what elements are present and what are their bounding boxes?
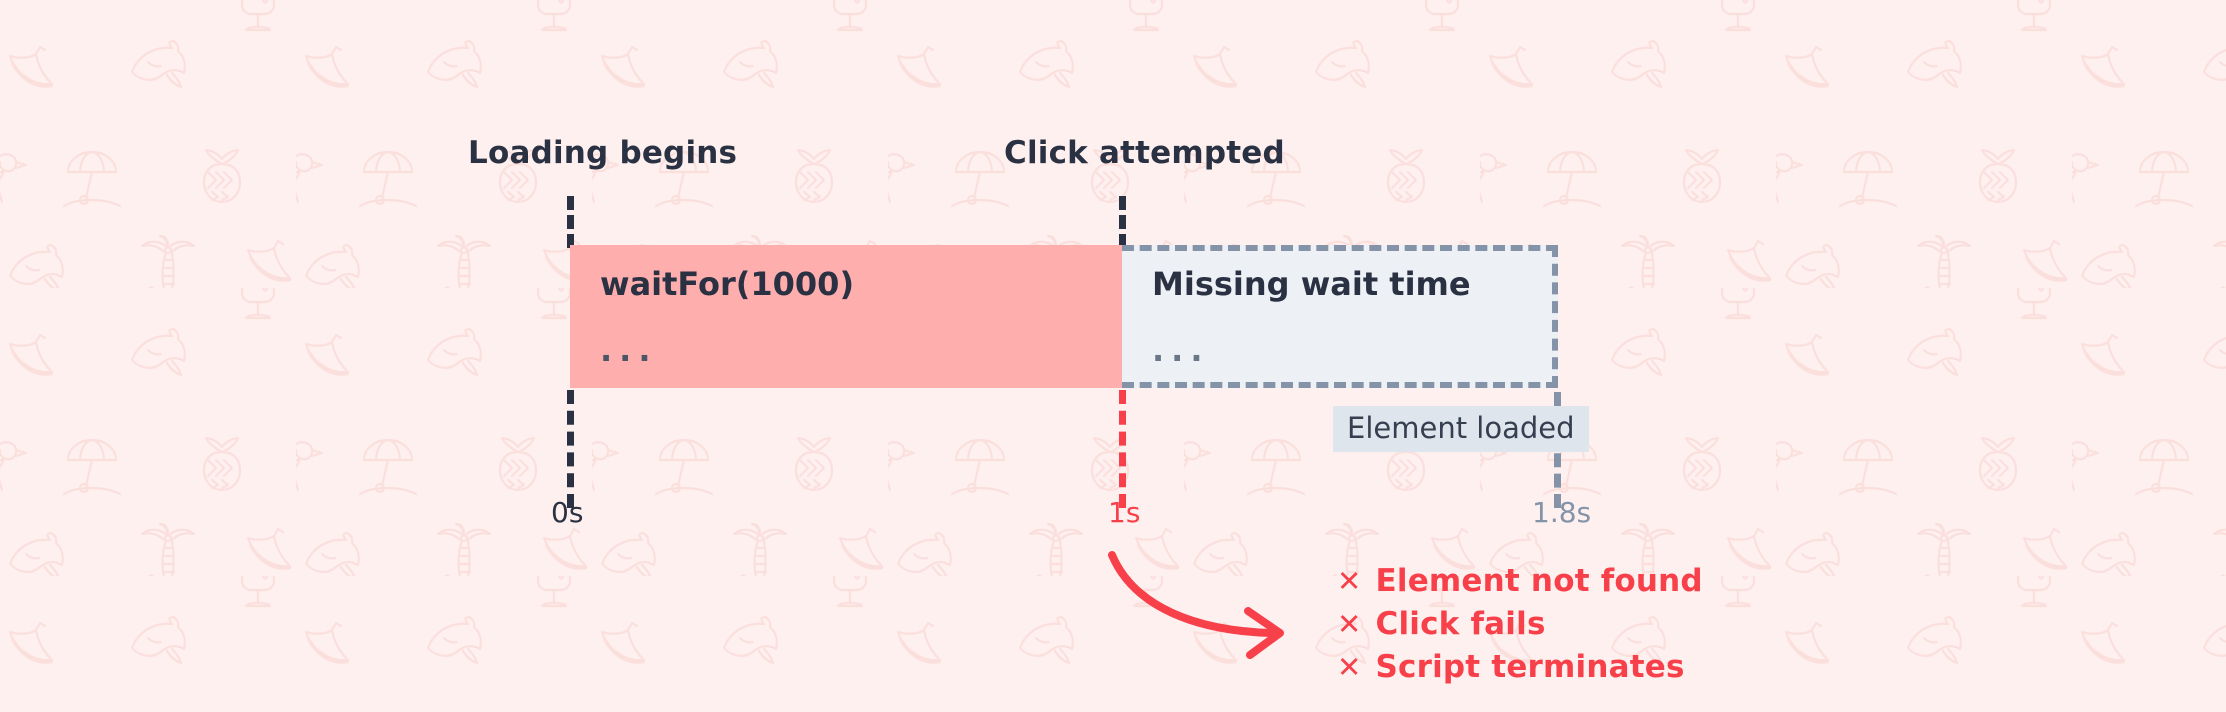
status-badge-element-loaded: Element loaded: [1333, 406, 1589, 452]
block-waitfor-title: waitFor(1000): [600, 264, 855, 303]
marker-line-1s-top: [1119, 196, 1126, 248]
tick-label-0s: 0s: [551, 496, 584, 529]
x-mark-icon: ✕: [1337, 607, 1362, 641]
curved-arrow-icon: [1108, 551, 1284, 659]
marker-line-1s-bottom: [1119, 390, 1126, 508]
marker-line-0s-bottom: [567, 390, 574, 508]
label-loading-begins: Loading begins: [468, 135, 738, 171]
failure-item-element-not-found: ✕ Element not found: [1337, 563, 1703, 599]
tick-label-1s: 1s: [1108, 496, 1141, 529]
failure-item-label: Script terminates: [1375, 649, 1685, 685]
block-missing-title: Missing wait time: [1152, 264, 1471, 303]
failure-item-script-terminates: ✕ Script terminates: [1337, 649, 1703, 685]
block-waitfor-ellipsis: ...: [600, 330, 658, 369]
marker-line-0s-top: [567, 196, 574, 248]
label-click-attempted: Click attempted: [1004, 135, 1285, 171]
failure-item-label: Click fails: [1375, 606, 1546, 642]
tick-label-1p8s: 1.8s: [1532, 496, 1592, 529]
block-missing-wait-time[interactable]: Missing wait time ...: [1122, 245, 1558, 388]
x-mark-icon: ✕: [1337, 564, 1362, 598]
x-mark-icon: ✕: [1337, 650, 1362, 684]
failure-item-label: Element not found: [1375, 563, 1703, 599]
block-missing-ellipsis: ...: [1152, 330, 1210, 369]
failure-item-click-fails: ✕ Click fails: [1337, 606, 1703, 642]
block-waitfor[interactable]: waitFor(1000) ...: [570, 245, 1122, 388]
failure-list: ✕ Element not found ✕ Click fails ✕ Scri…: [1337, 563, 1703, 685]
